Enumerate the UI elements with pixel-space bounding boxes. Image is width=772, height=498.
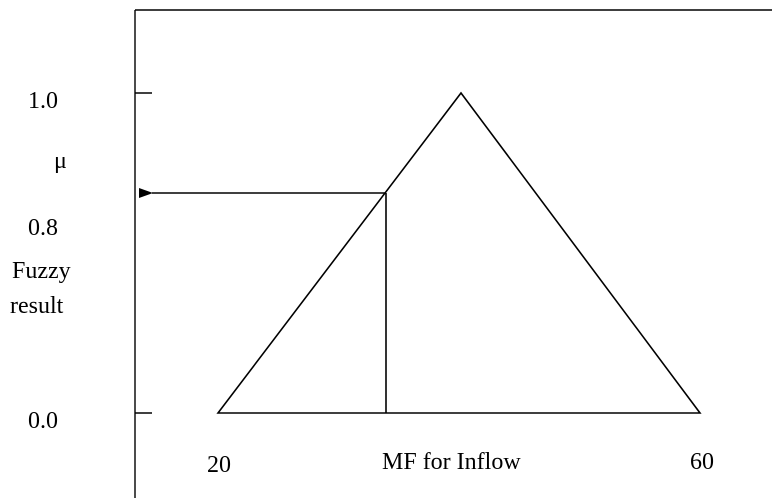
membership-triangle [216,91,702,414]
y-tick-label-bottom: 0.0 [28,408,58,434]
mu-symbol: μ [54,148,67,174]
x-label-right: 60 [690,449,714,475]
x-label-left: 20 [207,452,231,478]
y-tick-label-top: 1.0 [28,88,58,114]
fuzzy-result-label-line2: result [10,293,64,319]
x-label-center: MF for Inflow [382,449,521,475]
input-value-label: 0.8 [28,215,58,241]
fuzzy-result-label-line1: Fuzzy [12,258,71,284]
